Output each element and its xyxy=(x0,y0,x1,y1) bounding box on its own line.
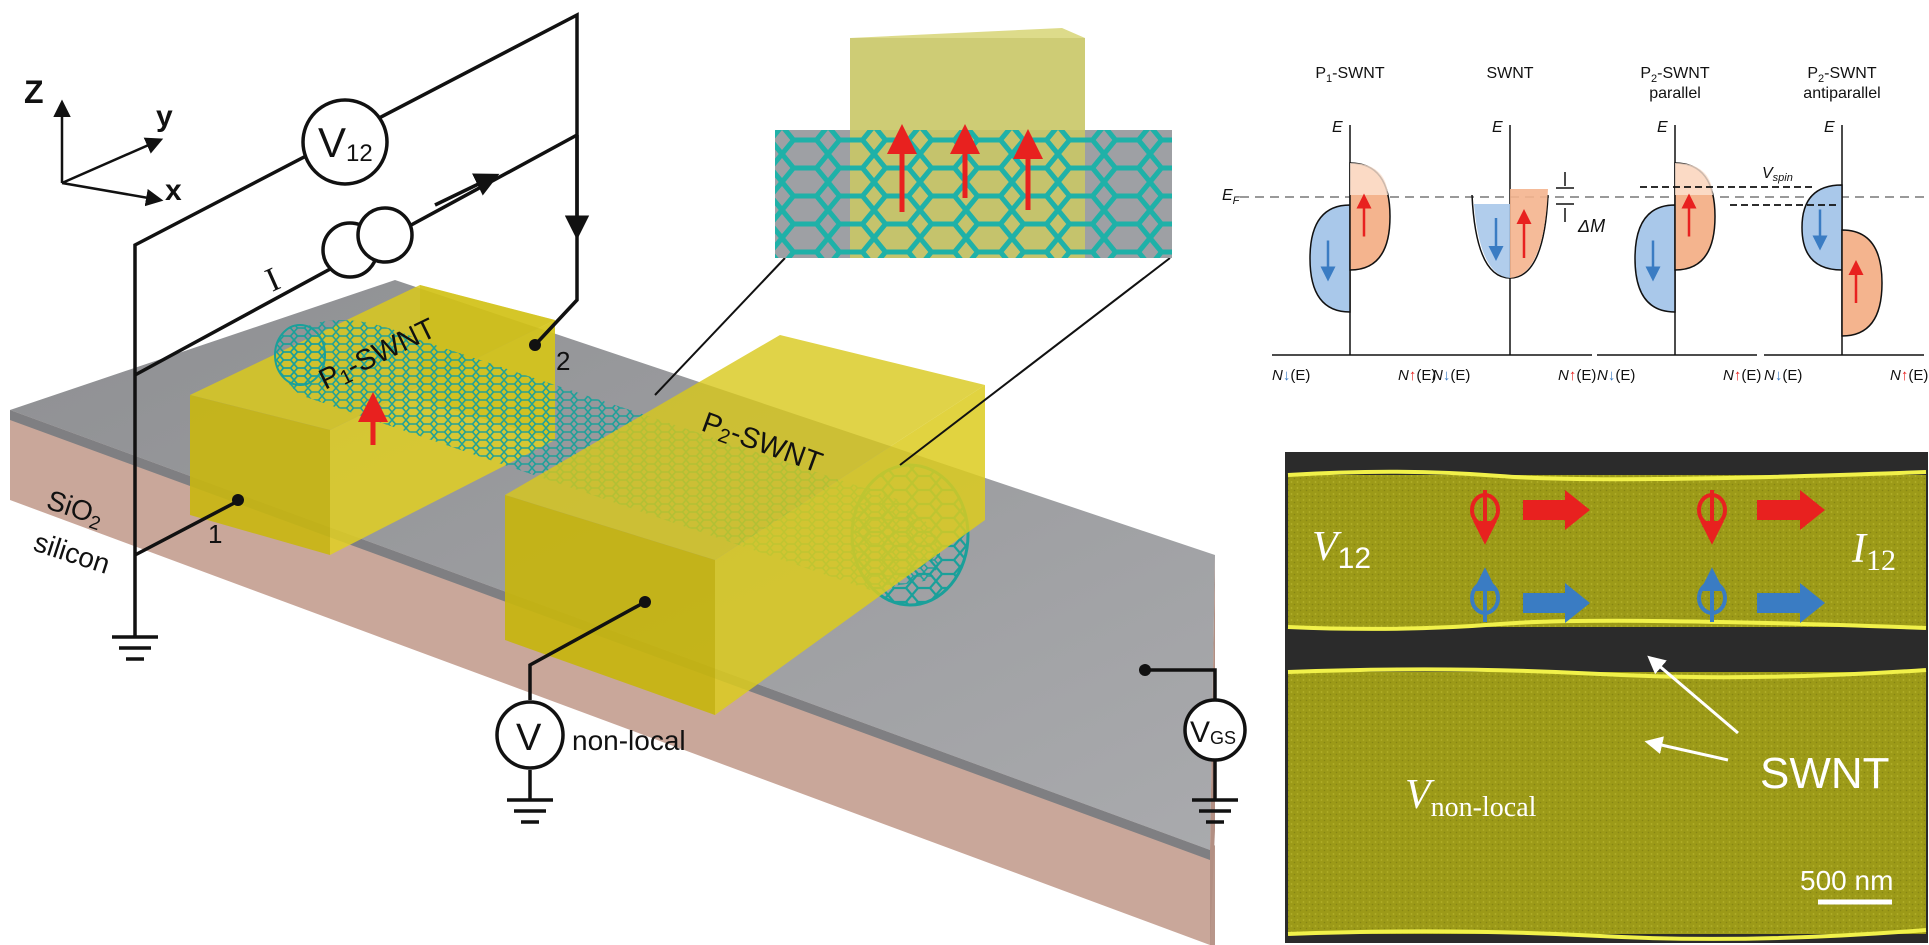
sem-i12-label: I12 xyxy=(1851,526,1896,577)
sem-swnt-label: SWNT xyxy=(1760,749,1890,798)
current-source-label: I xyxy=(260,261,285,299)
axis-z-label: Z xyxy=(24,74,44,110)
axis-y-label: y xyxy=(156,100,173,133)
n-down-label: N↓(E) xyxy=(1764,367,1802,384)
nonlocal-text: non-local xyxy=(572,725,686,756)
vgs-meter-label: VGS xyxy=(1190,716,1236,749)
delta-m-label: ΔM xyxy=(1577,216,1605,236)
swnt-pointer-1 xyxy=(1647,655,1739,735)
n-down-label: N↓(E) xyxy=(1272,367,1310,384)
p2-electrode xyxy=(505,335,985,715)
energy-axis-label: E xyxy=(1492,119,1503,136)
dos-panel-subtitle: antiparallel xyxy=(1803,85,1880,102)
contact-1-label: 1 xyxy=(208,519,222,549)
axis-x-label: x xyxy=(165,174,182,207)
dos-panel-2: SWNT E N↓(E) N↑(E) xyxy=(1432,65,1596,384)
dos-panel-1: P1-SWNT E N↓(E) N↑(E) xyxy=(1272,65,1436,384)
n-up-label: N↑(E) xyxy=(1558,367,1596,384)
ground-symbols xyxy=(112,555,1238,824)
n-down-label: N↓(E) xyxy=(1432,367,1470,384)
current-source-symbol xyxy=(321,206,414,279)
vgs-meter xyxy=(1183,698,1247,762)
device-schematic: Z y x 1 2 V12 I P1-SWNT xyxy=(10,12,1247,945)
silicon-label: silicon xyxy=(30,526,114,580)
dos-panel-subtitle: parallel xyxy=(1649,85,1701,102)
dos-panels: EF P1-SWNTEN↓(E)N↑(E)SWNTEN↓(E)N↑(E)P2-S… xyxy=(1222,65,1928,384)
dos-panel-title: SWNT xyxy=(1486,65,1533,82)
n-up-label: N↑(E) xyxy=(1890,367,1928,384)
n-down-label: N↓(E) xyxy=(1597,367,1635,384)
v-spin-label: Vspin xyxy=(1762,165,1793,184)
energy-axis-label: E xyxy=(1824,119,1835,136)
dos-panel-title: P2-SWNT xyxy=(1807,65,1876,85)
sem-flow-arrows xyxy=(1523,490,1825,623)
fermi-label: EF xyxy=(1222,187,1241,207)
sem-image: V12 I12 Vnon-local SWNT 500 nm xyxy=(1285,452,1928,943)
sem-vnonlocal-label: Vnon-local xyxy=(1405,772,1537,823)
n-up-label: N↑(E) xyxy=(1723,367,1761,384)
zoom-inset xyxy=(654,28,1172,466)
dos-panel-title: P2-SWNT xyxy=(1640,65,1709,85)
p2-contact-dot xyxy=(639,596,651,608)
sem-v12-label: V12 xyxy=(1312,524,1371,575)
n-up-label: N↑(E) xyxy=(1398,367,1436,384)
v12-voltmeter xyxy=(301,98,389,186)
delta-m-marker xyxy=(1556,172,1574,222)
contact-1-dot xyxy=(232,494,244,506)
gate-contact-dot xyxy=(1139,664,1151,676)
nonlocal-meter-label: V xyxy=(516,717,542,759)
swnt-pointer-2 xyxy=(1644,736,1729,762)
nonlocal-voltmeter xyxy=(495,700,565,770)
v-spin-marker xyxy=(1640,186,1840,206)
sem-spin-symbols xyxy=(1470,490,1727,622)
dos-panel-title: P1-SWNT xyxy=(1315,65,1384,85)
scale-bar-label: 500 nm xyxy=(1800,865,1893,896)
contact-2-label: 2 xyxy=(556,346,570,376)
energy-axis-label: E xyxy=(1657,119,1668,136)
energy-axis-label: E xyxy=(1332,119,1343,136)
contact-2-dot xyxy=(529,339,541,351)
coordinate-axes xyxy=(53,99,164,207)
v12-meter-label: V12 xyxy=(318,119,373,167)
